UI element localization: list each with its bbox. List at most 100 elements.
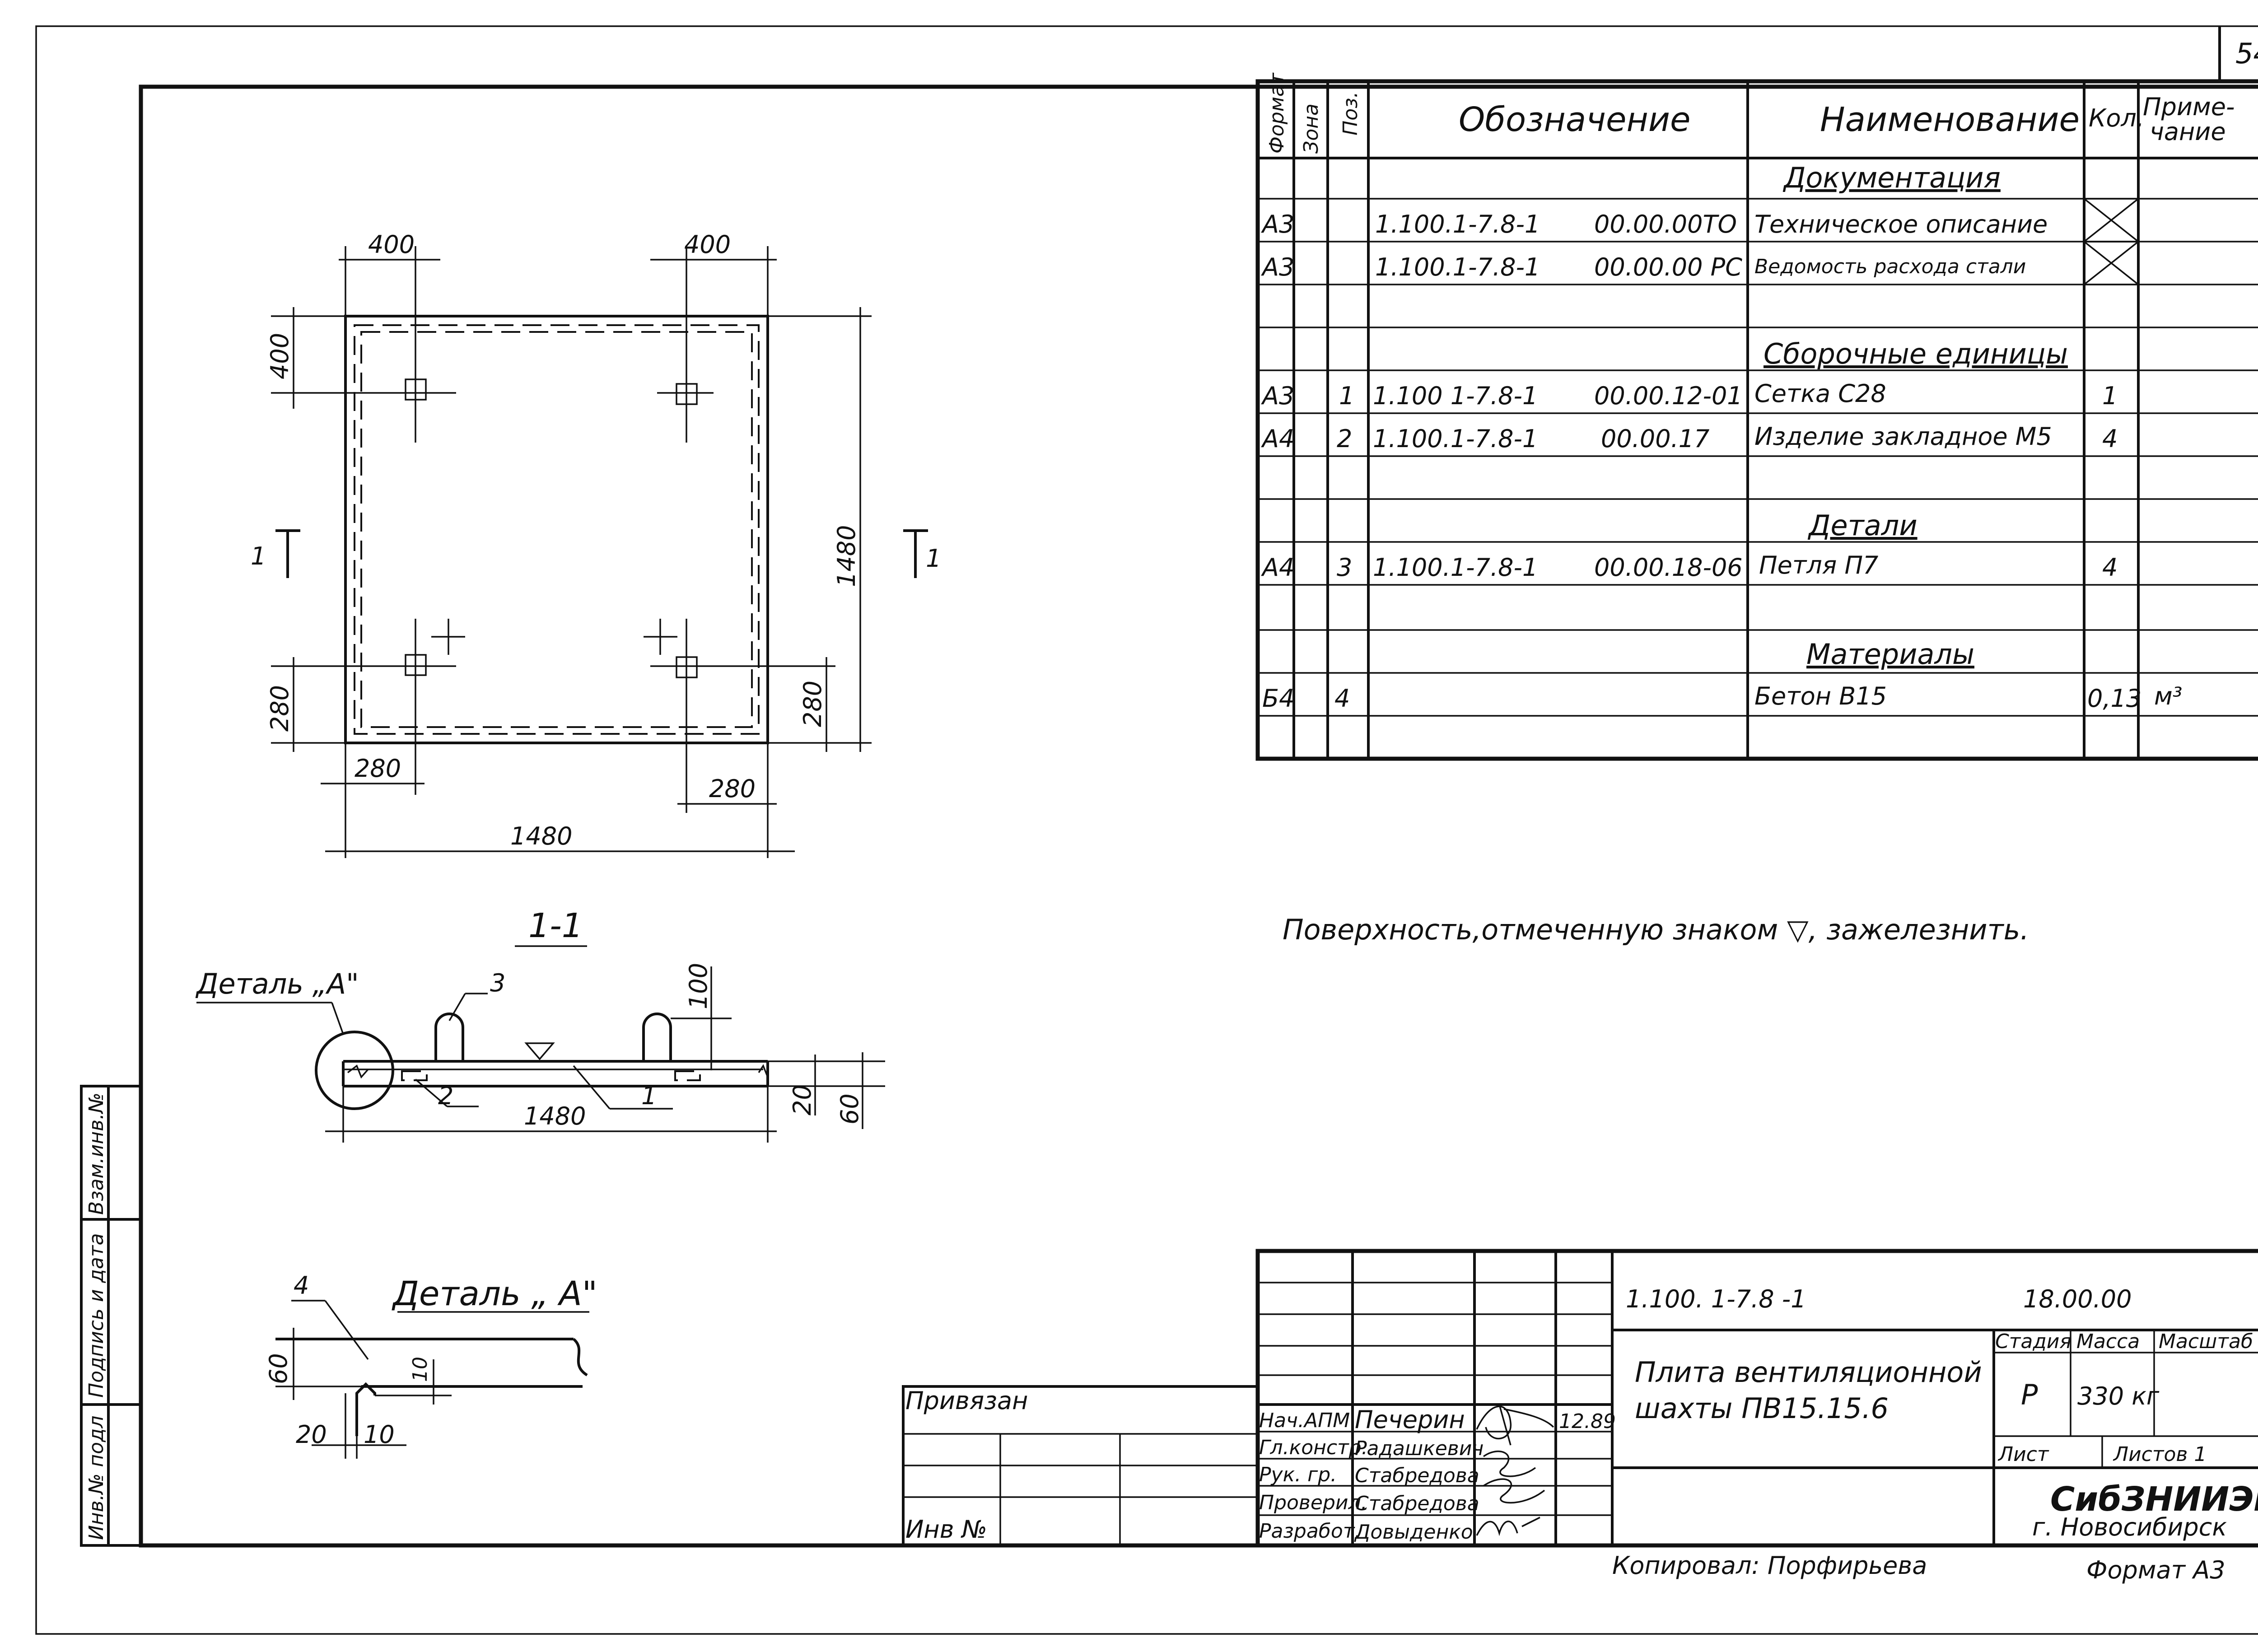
cross-box-icon <box>2083 241 2139 285</box>
cut-label-right: 1 <box>926 544 941 573</box>
hdr-note-1: Приме- <box>2143 93 2235 121</box>
tb-name-5: Довыденко <box>1354 1521 1473 1544</box>
r5-name: Петля П7 <box>1759 551 1878 579</box>
outer-border <box>35 25 2258 1635</box>
section-dim-loop: 100 <box>684 963 713 1009</box>
r6-pos: 4 <box>1334 684 1350 713</box>
tb-mass-hdr: Масса <box>2076 1330 2140 1353</box>
tb-stage: Р <box>2021 1378 2038 1411</box>
side-sign-date: Подпись и дата <box>85 1233 108 1398</box>
tb-role-2: Гл.констр. <box>1259 1436 1368 1459</box>
hdr-name: Наименование <box>1820 100 2080 139</box>
plan-dim-right-bottom: 280 <box>798 681 827 727</box>
tb-name-2: Радашкевич <box>1355 1437 1484 1460</box>
r6-qty: 0,13 <box>2087 684 2141 713</box>
r2-format: А3 <box>1261 253 1294 281</box>
r5-format: А4 <box>1261 553 1294 582</box>
page-number: 54 <box>2235 37 2258 70</box>
tb-copied: Копировал: Порфирьева <box>1612 1551 1927 1580</box>
tb-title-line2: шахты ПВ15.15.6 <box>1635 1392 1889 1425</box>
side-stamp <box>80 1085 142 1547</box>
section-dim-thick: 20 <box>788 1084 816 1115</box>
r3-name: Сетка С28 <box>1754 379 1886 408</box>
surface-mark-icon <box>524 1042 555 1060</box>
hdr-qty: Кол. <box>2089 104 2144 132</box>
plan-dim-right-total: 1480 <box>832 525 861 587</box>
hdr-pos: Поз. <box>1339 92 1362 135</box>
r1-code: 1.100.1-7.8-1 <box>1375 210 1540 238</box>
section-pos-1: 1 <box>641 1082 657 1110</box>
side-inv-orig: Инв.№ подл <box>85 1415 108 1540</box>
section-details: Детали <box>1807 509 1917 542</box>
section-pos-3: 3 <box>490 969 505 997</box>
tb-sheets-hdr: Листов 1 <box>2113 1443 2207 1466</box>
detail-dim-step: 10 <box>409 1357 432 1382</box>
plan-dim-bottom-left: 280 <box>355 754 401 783</box>
tb-role-4: Проверил. <box>1259 1491 1367 1514</box>
r6-name: Бетон В15 <box>1754 682 1887 710</box>
tb-doc-suffix: 18.00.00 <box>2023 1285 2132 1313</box>
plan-dim-left-bottom: 280 <box>266 685 294 732</box>
section-materials: Материалы <box>1806 638 1974 671</box>
tb-inv-no: Инв № <box>905 1515 987 1544</box>
tb-stage-hdr: Стадия <box>1995 1330 2071 1353</box>
section-dim-total: 1480 <box>524 1102 586 1130</box>
detail-view <box>275 1300 589 1459</box>
r6-note: м³ <box>2154 682 2182 710</box>
r1-name: Техническое описание <box>1754 210 2048 238</box>
detail-dim-height: 60 <box>264 1353 293 1384</box>
r3-qty: 1 <box>2102 382 2118 410</box>
r5-suffix: 00.00.18-06 <box>1594 553 1743 582</box>
signature-icon <box>1476 1404 1554 1536</box>
plan-dim-left-top: 400 <box>266 333 294 379</box>
tb-mass: 330 кг <box>2077 1382 2160 1410</box>
tb-title-line1: Плита вентиляционной <box>1635 1356 1982 1389</box>
tb-format: Формат А3 <box>2086 1556 2225 1584</box>
plan-dim-top-left: 400 <box>368 230 415 259</box>
r1-format: А3 <box>1261 210 1294 238</box>
plan-dim-top-right: 400 <box>684 230 731 259</box>
detail-pos: 4 <box>294 1271 309 1300</box>
r4-qty: 4 <box>2102 425 2118 453</box>
section-view <box>196 945 885 1143</box>
hdr-zone: Зона <box>1300 103 1323 154</box>
r4-name: Изделие закладное М5 <box>1754 422 2052 451</box>
inner-frame <box>139 84 2258 1548</box>
r3-suffix: 00.00.12-01 <box>1594 382 1743 410</box>
section-dim-height: 60 <box>835 1093 864 1125</box>
tb-name-1: Печерин <box>1355 1405 1465 1434</box>
spec-table <box>1255 79 2258 761</box>
r4-format: А4 <box>1261 425 1294 453</box>
r3-code: 1.100 1-7.8-1 <box>1373 382 1538 410</box>
hdr-designation: Обозначение <box>1459 100 1690 139</box>
tb-scale-hdr: Масштаб <box>2159 1330 2253 1353</box>
tb-sheet-hdr: Лист <box>1997 1443 2049 1466</box>
tb-city: г. Новосибирск <box>2032 1513 2227 1541</box>
detail-dim-20: 20 <box>296 1420 327 1449</box>
r2-code: 1.100.1-7.8-1 <box>1375 253 1540 281</box>
plan-view <box>271 246 928 858</box>
tb-role-1: Нач.АПМ <box>1259 1409 1350 1432</box>
tb-name-4: Стабредова <box>1355 1492 1479 1515</box>
plan-dim-bottom-right: 280 <box>709 775 756 803</box>
r5-qty: 4 <box>2102 553 2118 582</box>
tb-date: 12.89 <box>1559 1410 1616 1433</box>
general-note: Поверхность,отмеченную знаком ▽, зажелез… <box>1283 913 2029 946</box>
plan-dim-bottom-total: 1480 <box>510 822 572 850</box>
r3-pos: 1 <box>1339 382 1354 410</box>
hdr-note-2: чание <box>2150 117 2226 146</box>
tb-role-3: Рук. гр. <box>1259 1463 1337 1486</box>
cross-box-icon <box>2083 198 2139 243</box>
tb-org: СибЗНИИЭП <box>2050 1480 2258 1519</box>
r5-pos: 3 <box>1337 553 1352 582</box>
tb-bound: Привязан <box>905 1386 1028 1415</box>
tb-role-5: Разработ. <box>1259 1520 1361 1543</box>
r4-pos: 2 <box>1337 425 1352 453</box>
section-pos-2: 2 <box>438 1082 453 1110</box>
r3-format: А3 <box>1261 382 1294 410</box>
r1-suffix: 00.00.00ТО <box>1594 210 1737 238</box>
section-title: 1-1 <box>528 906 583 945</box>
tb-doc-code: 1.100. 1-7.8 -1 <box>1626 1285 1806 1313</box>
section-assemblies: Сборочные единицы <box>1763 337 2068 370</box>
